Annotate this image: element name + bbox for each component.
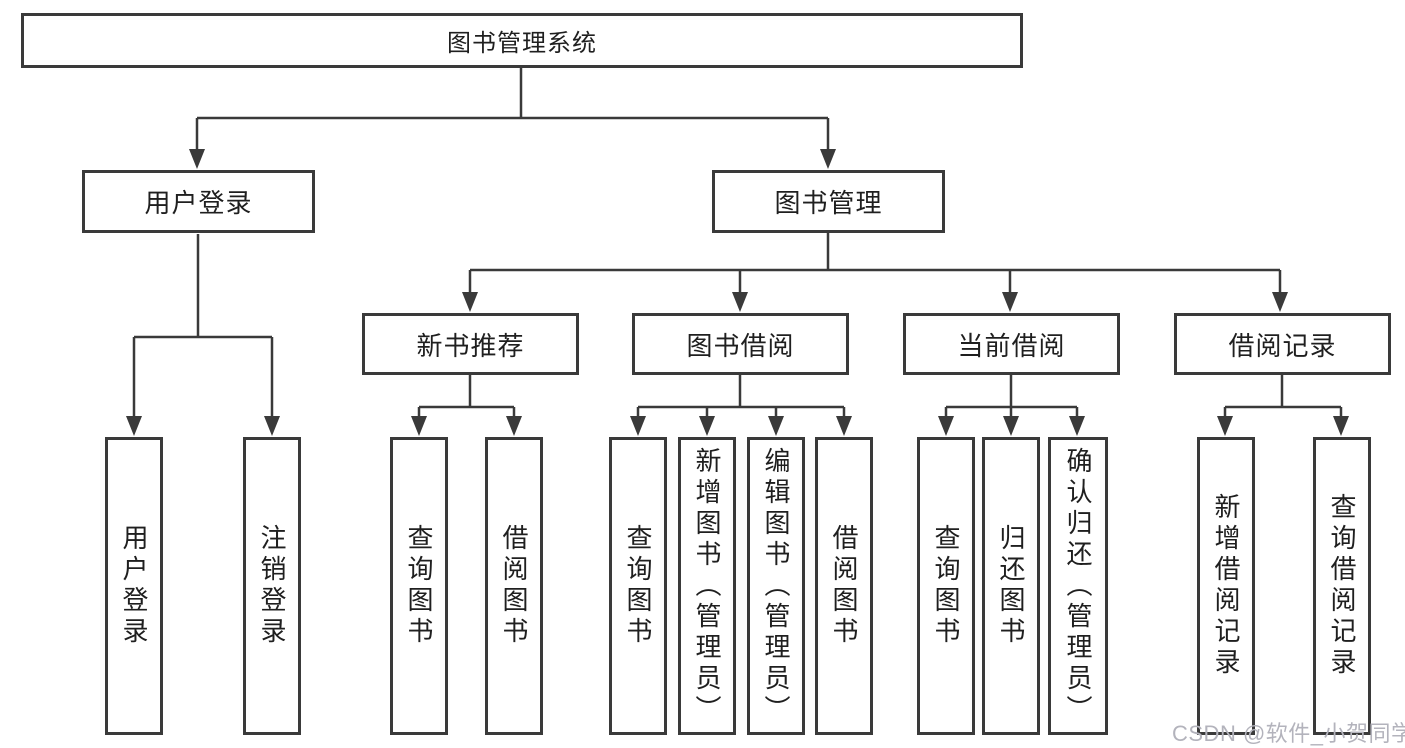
connector-borrowing-records: [1223, 375, 1343, 418]
arrow-down-icon: [732, 292, 748, 312]
leaf-add-books-admin: 新增图书（管理员）: [678, 437, 736, 735]
arrow-down-icon: [189, 149, 205, 169]
arrow-down-icon: [411, 416, 427, 436]
connector-new-book-recommend: [417, 375, 516, 418]
node-borrowing-records: 借阅记录: [1174, 313, 1391, 375]
arrow-down-icon: [1069, 416, 1085, 436]
connector-user-login: [132, 234, 274, 418]
node-label: 图书借阅: [686, 330, 795, 361]
arrow-down-icon: [699, 416, 715, 436]
node-root: 图书管理系统: [21, 13, 1023, 68]
arrow-down-icon: [1217, 416, 1233, 436]
leaf-edit-books-admin: 编辑图书（管理员）: [747, 437, 805, 735]
node-label: 查询图书: [404, 524, 434, 648]
node-label: 当前借阅: [957, 330, 1066, 361]
node-label: 新增借阅记录: [1211, 493, 1241, 679]
node-user-login: 用户登录: [82, 170, 315, 233]
node-current-borrowing: 当前借阅: [903, 313, 1120, 375]
arrow-down-icon: [938, 416, 954, 436]
node-label: 用户登录: [144, 188, 253, 218]
node-label: 借阅记录: [1228, 330, 1337, 361]
node-label: 借阅图书: [829, 524, 859, 648]
leaf-add-borrow-record: 新增借阅记录: [1197, 437, 1255, 735]
connector-root: [195, 68, 830, 151]
arrow-down-icon: [768, 416, 784, 436]
leaf-borrow-books-borrowing: 借阅图书: [815, 437, 873, 735]
node-book-borrowing: 图书借阅: [632, 313, 849, 375]
arrowheads: [126, 149, 1349, 436]
leaf-query-books-current: 查询图书: [917, 437, 975, 735]
arrow-down-icon: [1272, 292, 1288, 312]
arrow-down-icon: [1002, 292, 1018, 312]
arrow-down-icon: [1333, 416, 1349, 436]
node-label: 确认归还（管理员）: [1063, 446, 1093, 726]
node-label: 用户登录: [119, 524, 149, 648]
arrow-down-icon: [836, 416, 852, 436]
node-label: 查询图书: [931, 524, 961, 648]
leaf-query-books-recommend: 查询图书: [390, 437, 448, 735]
arrow-down-icon: [462, 292, 478, 312]
leaf-return-books: 归还图书: [982, 437, 1040, 735]
node-label: 图书管理系统: [447, 30, 597, 57]
leaf-borrow-books-recommend: 借阅图书: [485, 437, 543, 735]
node-label: 查询图书: [623, 524, 653, 648]
connector-book-borrowing: [636, 375, 846, 418]
node-label: 查询借阅记录: [1327, 493, 1357, 679]
connector-book-management: [468, 232, 1282, 294]
node-label: 新书推荐: [416, 330, 525, 361]
leaf-query-borrow-record: 查询借阅记录: [1313, 437, 1371, 735]
node-label: 归还图书: [996, 524, 1026, 648]
node-label: 借阅图书: [499, 524, 529, 648]
arrow-down-icon: [264, 416, 280, 436]
node-label: 图书管理: [774, 188, 883, 218]
node-book-management: 图书管理: [712, 170, 945, 233]
leaf-query-books-borrowing: 查询图书: [609, 437, 667, 735]
leaf-logout: 注销登录: [243, 437, 301, 735]
node-label: 新增图书（管理员）: [692, 446, 722, 726]
arrow-down-icon: [506, 416, 522, 436]
node-new-book-recommend: 新书推荐: [362, 313, 579, 375]
arrow-down-icon: [126, 416, 142, 436]
node-label: 编辑图书（管理员）: [761, 446, 791, 726]
csdn-watermark: CSDN @软件_小贺同学: [1172, 721, 1405, 746]
arrow-down-icon: [630, 416, 646, 436]
leaf-confirm-return-admin: 确认归还（管理员）: [1048, 437, 1108, 735]
arrow-down-icon: [820, 149, 836, 169]
node-label: 注销登录: [257, 524, 287, 648]
connector-current-borrowing: [944, 375, 1079, 418]
arrow-down-icon: [1003, 416, 1019, 436]
leaf-user-login: 用户登录: [105, 437, 163, 735]
